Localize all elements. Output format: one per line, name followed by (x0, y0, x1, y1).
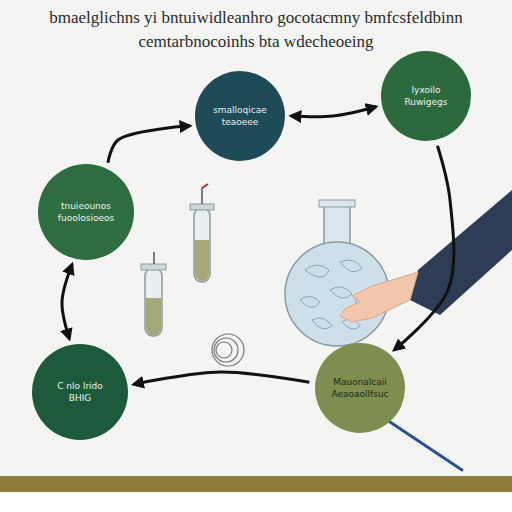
circle-fill (195, 71, 285, 161)
circle-fill (381, 51, 471, 141)
circle-node: tnuieounos fuoolosioeos (38, 164, 134, 260)
cycle-arrow (62, 264, 72, 339)
circle-node: Iyxoilo Ruwigegs (381, 51, 471, 141)
node-label: Mauonalcaii Aeaoaollfsuc (331, 376, 390, 400)
text-column: Mauonalcaii Aeaoaollfsuc (331, 376, 390, 400)
cycle-arrow (133, 372, 309, 384)
circle-node: C nlo lrido BHIG (32, 344, 128, 440)
circle-shape (381, 51, 471, 141)
cycle-arrow (394, 146, 454, 350)
circle-fill (315, 343, 405, 433)
circle-shape (195, 71, 285, 161)
circle-node: smalloqicae teaoeee (195, 71, 285, 161)
flask (285, 200, 389, 346)
text-column: Iyxoilo Ruwigegs (397, 84, 456, 108)
circle-node: Mauonalcaii Aeaoaollfsuc (315, 343, 405, 433)
circle-fill (32, 344, 128, 440)
hand-arm (340, 190, 512, 322)
test-tube (190, 184, 214, 282)
node-label: Iyxoilo Ruwigegs (397, 84, 456, 108)
text-column: C nlo lrido BHIG (49, 380, 111, 404)
circle-fill (38, 164, 134, 260)
cycle-arrow (291, 107, 376, 117)
circle-shape (38, 164, 134, 260)
node-label: C nlo lrido BHIG (49, 380, 111, 404)
cycle-arrow (108, 126, 190, 163)
test-tube (141, 252, 166, 336)
node-label: tnuieounos fuoolosioeos (55, 200, 117, 224)
title: bmaelglichns yi bntuiwidleanhro gocotacm… (10, 6, 502, 54)
circle-shape (32, 344, 128, 440)
node-label: smalloqicae teaoeee (211, 104, 270, 128)
coil (212, 334, 244, 366)
floor-ground (0, 492, 512, 512)
text-column: smalloqicae teaoeee (211, 104, 270, 128)
text-column: tnuieounos fuoolosioeos (55, 200, 117, 224)
circle-shape (315, 343, 405, 433)
floor-band (0, 476, 512, 492)
